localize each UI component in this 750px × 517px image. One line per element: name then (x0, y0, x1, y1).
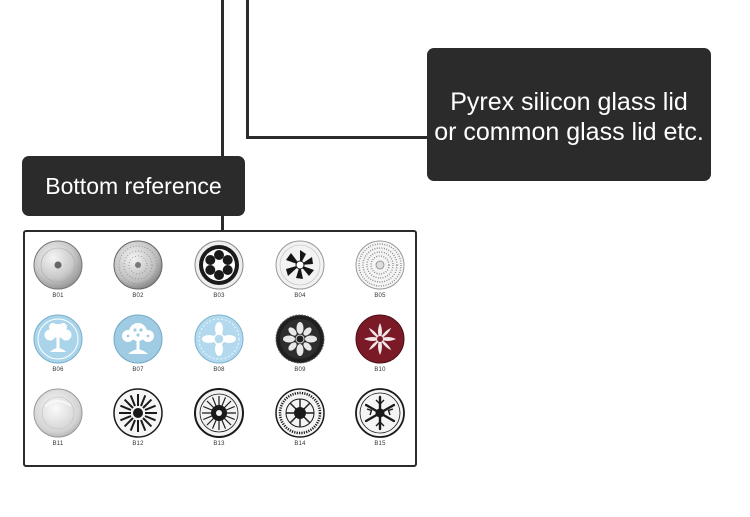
bottom-item-b14: B14 (270, 388, 330, 447)
bottom-code: B06 (52, 367, 64, 373)
blue-floral-disc-icon (194, 314, 244, 364)
bottom-item-b09: B09 (270, 314, 330, 373)
bottom-item-b12: B12 (108, 388, 168, 447)
bottom-code: B12 (132, 441, 144, 447)
bottom-item-b05: B05 (350, 240, 410, 299)
bottom-code: B09 (294, 367, 306, 373)
black-pinwheel-disc-icon (275, 240, 325, 290)
bottom-item-b11: B11 (28, 388, 88, 447)
bottom-item-b15: B15 (350, 388, 410, 447)
blue-tree-disc-icon (33, 314, 83, 364)
bottom-item-b07: B07 (108, 314, 168, 373)
bottom-code: B02 (132, 293, 144, 299)
bottom-code: B13 (213, 441, 225, 447)
bottom-reference-grid: B01 B02 B03 (23, 230, 417, 467)
bottom-item-b03: B03 (189, 240, 249, 299)
bottom-item-b06: B06 (28, 314, 88, 373)
bottom-code: B04 (294, 293, 306, 299)
bottom-code: B11 (52, 441, 64, 447)
bottom-reference-label: Bottom reference (22, 156, 245, 216)
black-ring-star-disc-icon (275, 388, 325, 438)
dimpled-steel-disc-icon (113, 240, 163, 290)
connector-line-lid-vertical (246, 0, 249, 139)
connector-line-bottom-lower (221, 215, 224, 231)
bottom-item-b01: B01 (28, 240, 88, 299)
black-flower-disc-icon (194, 240, 244, 290)
bottom-code: B05 (374, 293, 386, 299)
dotted-rings-disc-icon (355, 240, 405, 290)
connector-line-lid-horizontal (246, 136, 428, 139)
bottom-item-b10: B10 (350, 314, 410, 373)
connector-line-bottom (221, 0, 224, 157)
frosted-steel-disc-icon (33, 388, 83, 438)
bottom-code: B08 (213, 367, 225, 373)
bottom-code: B01 (52, 293, 64, 299)
brushed-steel-disc-icon (33, 240, 83, 290)
bottom-item-b02: B02 (108, 240, 168, 299)
bottom-item-b13: B13 (189, 388, 249, 447)
black-radial-spokes-disc-icon (113, 388, 163, 438)
blue-tree-leaves-disc-icon (113, 314, 163, 364)
red-lotus-disc-icon (355, 314, 405, 364)
black-gear-flower-disc-icon (275, 314, 325, 364)
bottom-code: B15 (374, 441, 386, 447)
black-snowflake-disc-icon (355, 388, 405, 438)
lid-label-line1: Pyrex silicon glass lid (450, 87, 688, 116)
bottom-item-b08: B08 (189, 314, 249, 373)
bottom-code: B14 (294, 441, 306, 447)
bottom-code: B07 (132, 367, 144, 373)
black-sunburst-disc-icon (194, 388, 244, 438)
bottom-code: B10 (374, 367, 386, 373)
lid-label-line2: or common glass lid etc. (434, 117, 704, 146)
bottom-item-b04: B04 (270, 240, 330, 299)
bottom-code: B03 (213, 293, 225, 299)
lid-label: Pyrex silicon glass lid or common glass … (427, 48, 711, 181)
